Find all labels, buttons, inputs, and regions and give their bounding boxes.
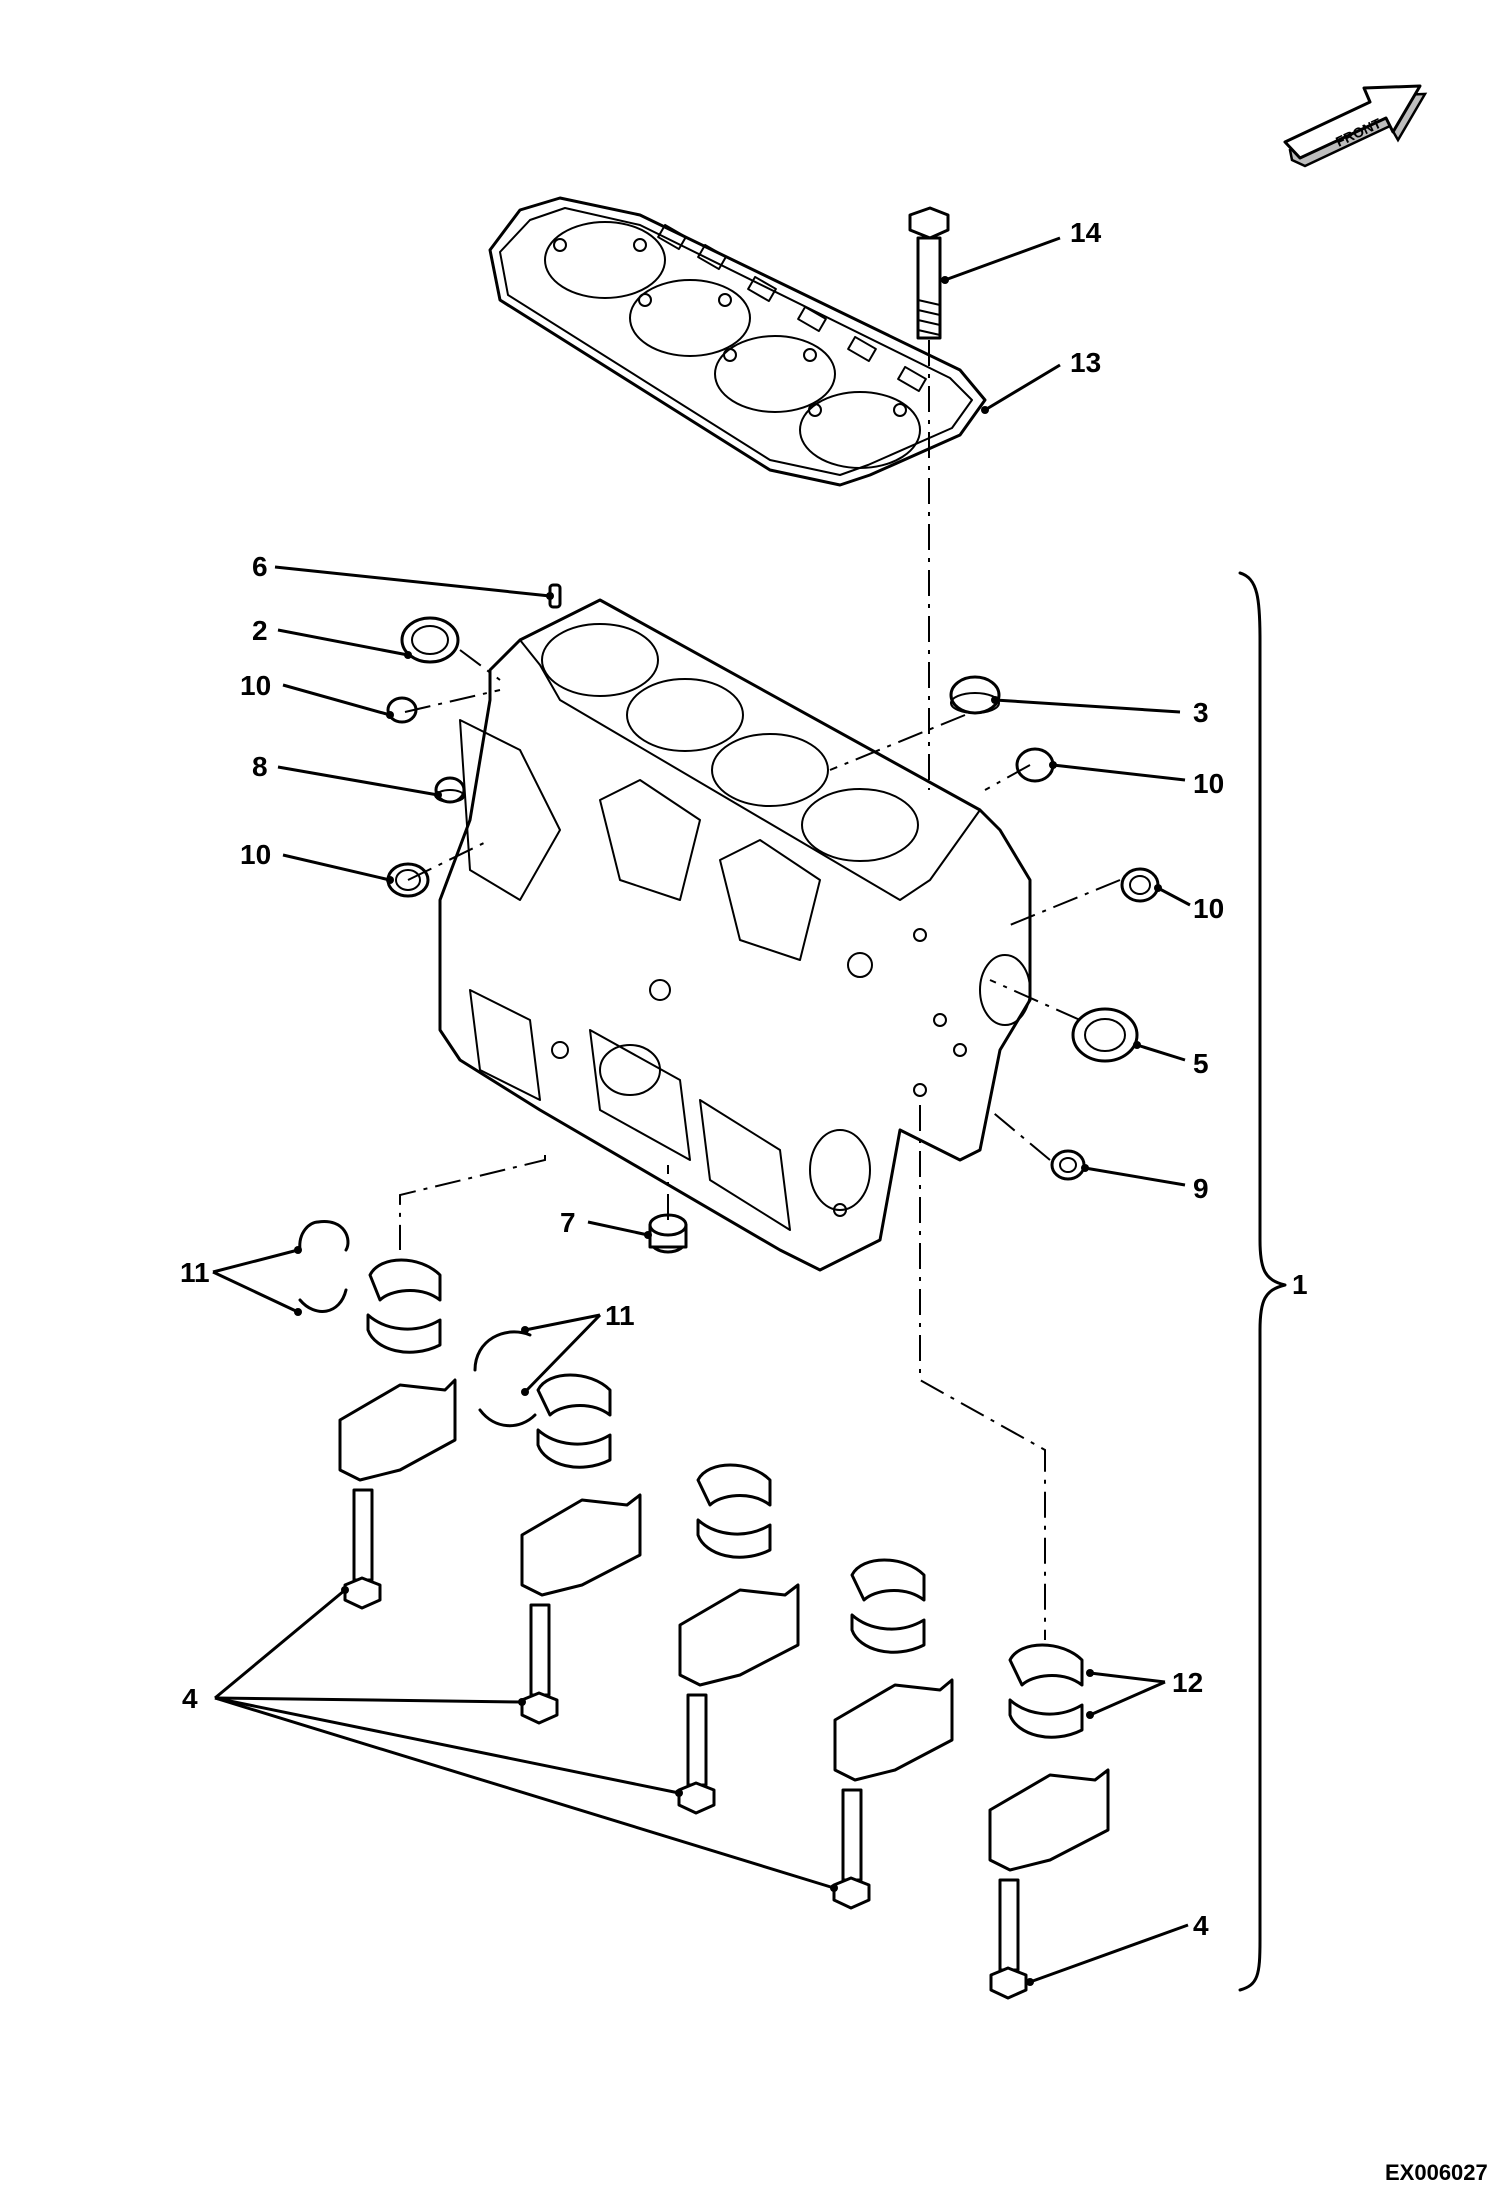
callout-10a: 10 <box>240 670 394 719</box>
part-5-bushing <box>1071 1007 1139 1063</box>
callout-4-group: 4 <box>182 1586 838 1892</box>
svg-text:10: 10 <box>240 839 271 870</box>
callout-11-left: 11 <box>180 1246 302 1316</box>
callout-9: 9 <box>1081 1164 1209 1204</box>
svg-text:8: 8 <box>252 751 268 782</box>
bearing-set-4 <box>832 1558 954 1910</box>
callout-6: 6 <box>252 551 554 600</box>
callout-11-mid: 11 <box>521 1300 635 1396</box>
callout-3: 3 <box>991 696 1209 728</box>
centerlines <box>399 340 1121 1640</box>
callout-12: 12 <box>1086 1667 1203 1719</box>
callout-4-right: 4 <box>1026 1910 1209 1986</box>
bearing-set-1 <box>338 1258 457 1610</box>
thrust-washers-left <box>298 1220 350 1313</box>
reference-code: EX006027 <box>1385 2160 1488 2185</box>
callout-2: 2 <box>252 615 412 659</box>
svg-text:10: 10 <box>1193 768 1224 799</box>
part-8-plug <box>434 776 466 804</box>
callout-14: 14 <box>941 217 1102 284</box>
svg-text:4: 4 <box>1193 1910 1209 1941</box>
head-gasket <box>488 196 987 487</box>
thrust-washers-mid <box>473 1330 537 1428</box>
svg-text:6: 6 <box>252 551 268 582</box>
svg-text:2: 2 <box>252 615 268 646</box>
svg-text:11: 11 <box>605 1300 635 1331</box>
front-arrow-icon: FRONT <box>1283 84 1428 168</box>
svg-text:11: 11 <box>180 1257 210 1288</box>
callout-10d: 10 <box>1154 884 1224 924</box>
svg-text:12: 12 <box>1172 1667 1203 1698</box>
bearing-set-2 <box>520 1373 642 1725</box>
callout-13: 13 <box>981 347 1101 414</box>
callout-5: 5 <box>1133 1041 1209 1079</box>
part-9-plug <box>1050 1149 1086 1181</box>
part-7-plug <box>648 1213 688 1254</box>
callout-10b: 10 <box>240 839 394 884</box>
bearing-set-5 <box>988 1643 1110 2000</box>
svg-text:3: 3 <box>1193 697 1209 728</box>
svg-text:1: 1 <box>1292 1269 1308 1300</box>
callout-8: 8 <box>252 751 442 799</box>
svg-text:5: 5 <box>1193 1048 1209 1079</box>
callout-10c: 10 <box>1049 761 1224 799</box>
head-bolt <box>908 206 950 340</box>
part-10-seal-d <box>1120 867 1160 903</box>
part-2-plug <box>400 616 460 664</box>
bearing-set-3 <box>677 1463 800 1815</box>
svg-text:9: 9 <box>1193 1173 1209 1204</box>
assembly-brace: 1 <box>1238 571 1308 1992</box>
callout-7: 7 <box>560 1207 652 1239</box>
svg-text:7: 7 <box>560 1207 576 1238</box>
svg-text:10: 10 <box>240 670 271 701</box>
svg-text:14: 14 <box>1070 217 1102 248</box>
svg-text:10: 10 <box>1193 893 1224 924</box>
svg-text:13: 13 <box>1070 347 1101 378</box>
svg-text:4: 4 <box>182 1683 198 1714</box>
cylinder-block <box>438 598 1032 1272</box>
part-3-plug <box>949 675 1001 715</box>
part-10-seal-c <box>1015 747 1055 783</box>
